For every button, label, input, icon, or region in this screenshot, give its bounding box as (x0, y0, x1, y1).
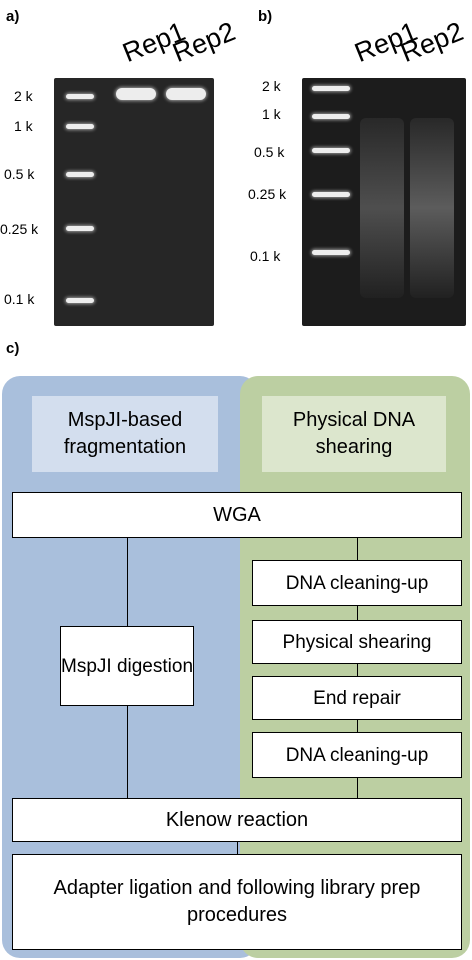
connector-line (357, 664, 358, 676)
ladder-band (312, 114, 350, 119)
ladder-band (312, 148, 350, 153)
ladder-label: 0.1 k (250, 248, 281, 264)
end-repair-box: End repair (252, 676, 462, 720)
connector-line (357, 720, 358, 732)
ladder-label: 0.1 k (4, 291, 35, 307)
wga-box: WGA (12, 492, 462, 538)
ladder-label: 1 k (14, 118, 33, 134)
ladder-label: 1 k (262, 106, 281, 122)
mspji-digestion-box: MspJI digestion (60, 626, 194, 706)
connector-line (127, 706, 128, 798)
connector-line (357, 538, 358, 560)
rep2-smear (410, 118, 454, 298)
adapter-box: Adapter ligation and following library p… (12, 854, 462, 950)
ladder-label: 0.25 k (0, 221, 39, 237)
rep1-smear (360, 118, 404, 298)
dna-cleaning-box-2: DNA cleaning-up (252, 732, 462, 778)
panel-b-label: b) (258, 8, 273, 25)
ladder-label: 2 k (262, 78, 281, 94)
connector-line (357, 778, 358, 798)
ladder-band (66, 172, 94, 177)
ladder-label: 2 k (14, 88, 33, 104)
gel-image-b (302, 78, 466, 326)
ladder-band (66, 226, 94, 231)
dna-cleaning-box-1: DNA cleaning-up (252, 560, 462, 606)
connector-line (237, 842, 238, 854)
rep1-band (116, 88, 156, 100)
ladder-label: 0.5 k (254, 144, 285, 160)
mspji-header: MspJI-based fragmentation (32, 396, 218, 472)
ladder-label: 0.25 k (248, 186, 287, 202)
gel-image-a (54, 78, 214, 326)
klenow-box: Klenow reaction (12, 798, 462, 842)
panel-a-label: a) (6, 8, 20, 25)
connector-line (127, 538, 128, 626)
shearing-header: Physical DNA shearing (262, 396, 446, 472)
physical-shearing-box: Physical shearing (252, 620, 462, 664)
ladder-band (66, 94, 94, 99)
ladder-band (66, 124, 94, 129)
ladder-label: 0.5 k (4, 166, 35, 182)
ladder-band (312, 86, 350, 91)
ladder-band (312, 250, 350, 255)
rep2-band (166, 88, 206, 100)
panel-c-label: c) (6, 340, 20, 357)
ladder-band (66, 298, 94, 303)
ladder-band (312, 192, 350, 197)
connector-line (357, 606, 358, 620)
